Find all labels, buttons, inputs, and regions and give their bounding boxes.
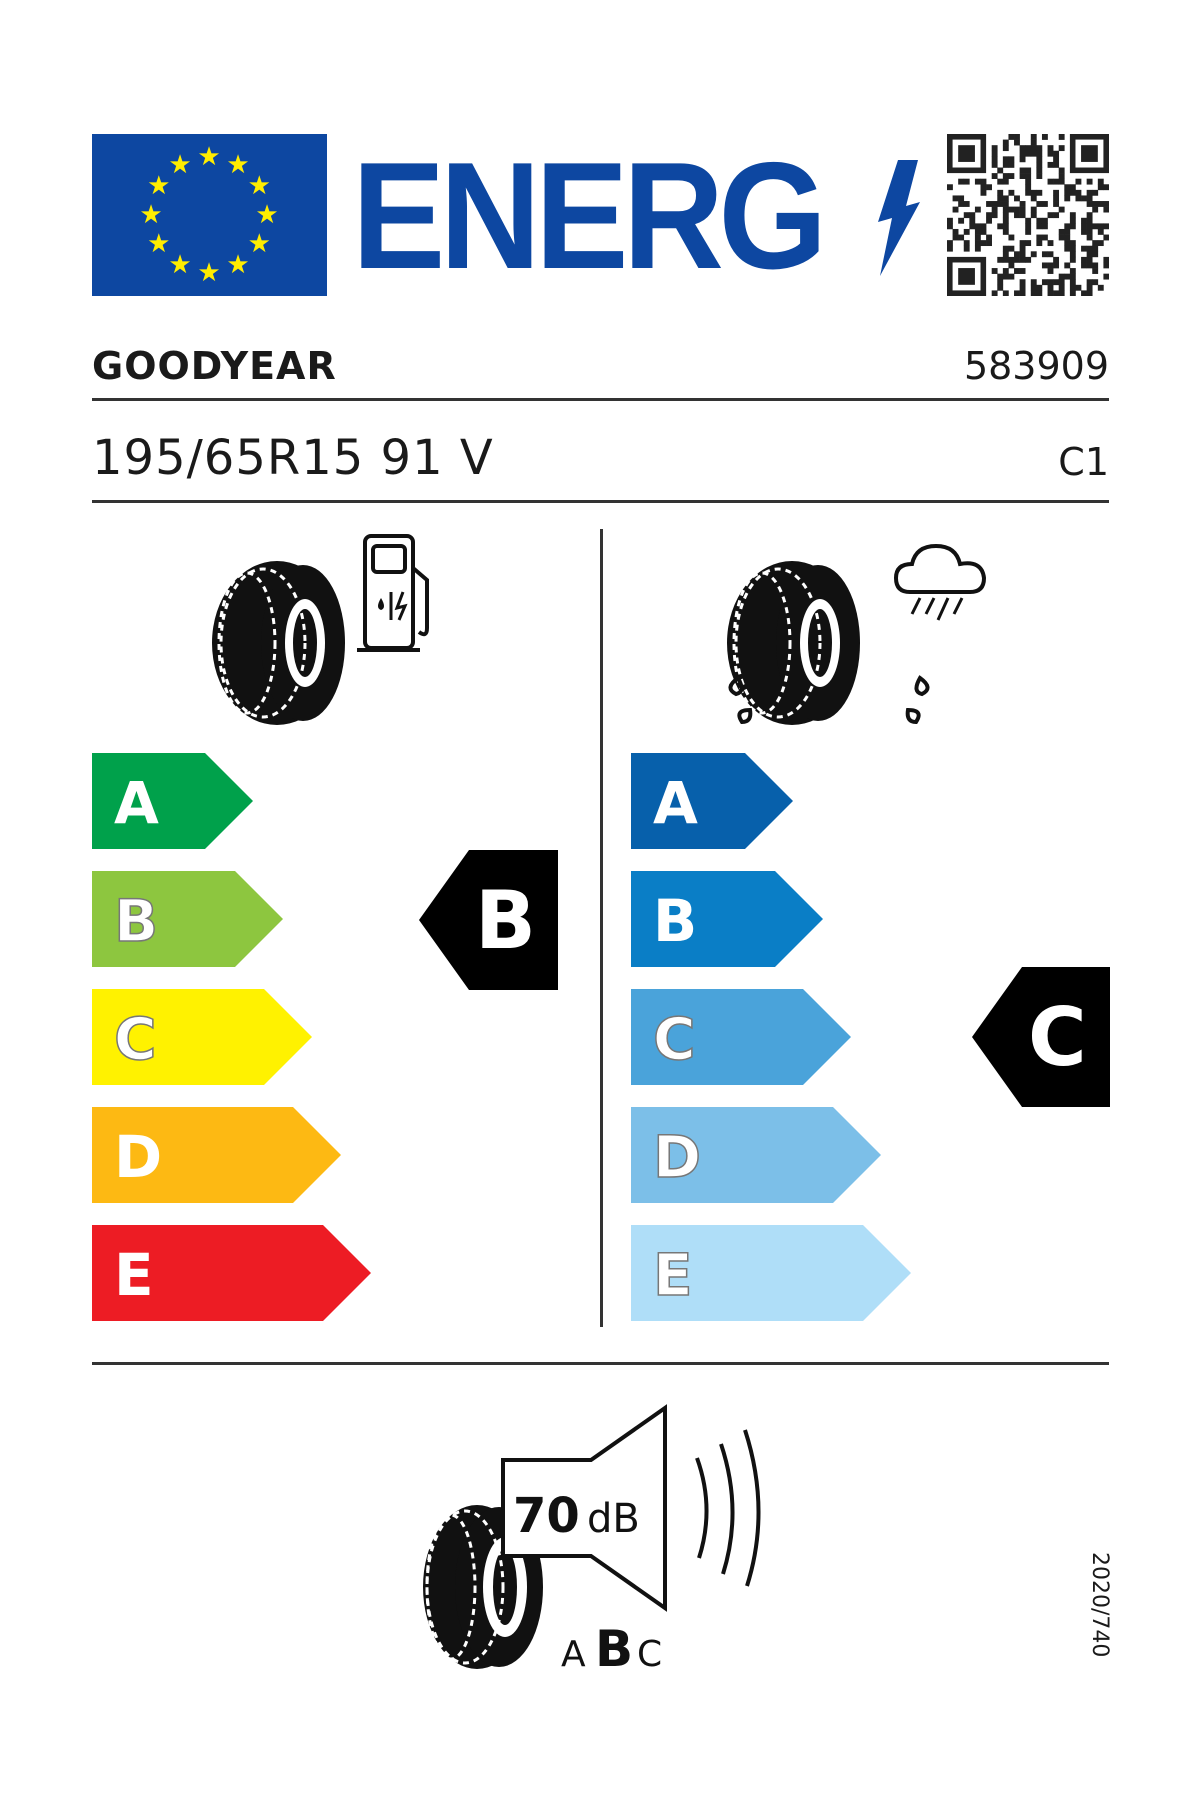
fuel-efficiency-class-label: D (114, 1123, 162, 1191)
eu-star-icon: ★ (147, 171, 171, 201)
fuel-efficiency-class-label: E (114, 1241, 154, 1309)
eu-star-icon: ★ (139, 200, 163, 230)
tyre-class: C1 (1058, 440, 1109, 484)
eu-star-icon: ★ (255, 200, 279, 230)
wet-grip-class-label: C (653, 1005, 696, 1073)
fuel-efficiency-rating-indicator (419, 850, 558, 990)
wet-grip-rating-label: C (1028, 991, 1087, 1084)
wet-grip-class-bar-b (631, 871, 823, 967)
energy-title: ENERG (352, 131, 827, 301)
fuel-efficiency-rating-label: B (475, 874, 536, 967)
fuel-efficiency-class-bar-d (92, 1107, 341, 1203)
supplier-name: GOODYEAR (92, 344, 337, 388)
fuel-efficiency-class-label: C (114, 1005, 157, 1073)
wet-grip-class-label: E (653, 1241, 693, 1309)
noise-unit: dB (587, 1496, 640, 1542)
wet-grip-class-label: B (653, 887, 697, 955)
noise-value: 70 (513, 1488, 580, 1544)
eu-star-icon: ★ (168, 149, 192, 180)
fuel-efficiency-class-bar-c (92, 989, 312, 1085)
wet-grip-class-label: D (653, 1123, 701, 1191)
fuel-efficiency-class-bar-e (92, 1225, 371, 1321)
eu-star-icon: ★ (197, 142, 221, 172)
type-identifier: 583909 (963, 344, 1109, 388)
eu-flag-logo: ★★★★★★★★★★★★ (92, 134, 327, 296)
rain-cloud-tyre-icon (727, 543, 987, 725)
tyre-size: 195/65R15 91 V (92, 430, 494, 486)
eu-star-icon: ★ (247, 229, 271, 259)
divider-line (92, 500, 1109, 503)
divider-line (92, 1362, 1109, 1365)
wet-grip-class-bar-a (631, 753, 793, 849)
wet-grip-class-label: A (653, 769, 698, 837)
fuel-efficiency-class-bar-a (92, 753, 253, 849)
noise-class-c: C (637, 1634, 662, 1675)
divider-line (92, 398, 1109, 401)
eu-star-icon: ★ (197, 258, 221, 288)
noise-class-a: A (561, 1634, 586, 1675)
vertical-divider (600, 529, 603, 1327)
fuel-efficiency-class-bar-b (92, 871, 283, 967)
qr-code[interactable] (947, 134, 1109, 296)
noise-tyre-speaker-icon: 70 dB A B C (423, 1404, 761, 1678)
fuel-efficiency-class-label: A (114, 769, 159, 837)
eu-star-icon: ★ (226, 250, 250, 281)
eu-star-icon: ★ (226, 149, 250, 180)
noise-class-b: B (595, 1620, 633, 1678)
fuel-pump-tyre-icon (212, 534, 429, 725)
fuel-efficiency-class-label: B (114, 887, 158, 955)
eu-star-icon: ★ (147, 229, 171, 259)
wet-grip-class-bar-c (631, 989, 851, 1085)
wet-grip-rating-indicator (972, 967, 1110, 1107)
regulation-number: 2020/740 (1087, 1552, 1112, 1658)
eu-star-icon: ★ (168, 250, 192, 281)
wet-grip-class-bar-e (631, 1225, 911, 1321)
eu-star-icon: ★ (247, 171, 271, 201)
lightning-icon (878, 160, 920, 276)
wet-grip-class-bar-d (631, 1107, 881, 1203)
